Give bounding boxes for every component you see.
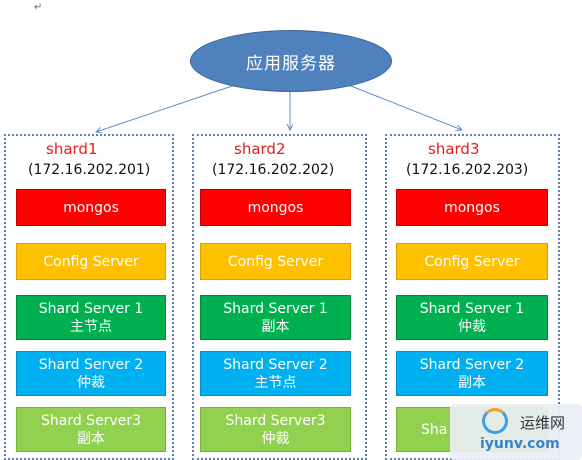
arrow-to-shard3 [345, 83, 462, 130]
shard2-name: shard2 [234, 140, 286, 158]
watermark-url: iyunv.com [480, 436, 560, 452]
arrow-to-shard1 [96, 83, 239, 132]
return-mark: ↵ [34, 2, 43, 13]
shard1-mongos: mongos [16, 189, 166, 226]
shard1-name: shard1 [46, 140, 98, 158]
watermark-site-name: 运维网 [520, 414, 566, 432]
shard2-mongos: mongos [200, 189, 351, 226]
shard3-config-server: Config Server [396, 243, 548, 280]
app-server-label: 应用服务器 [246, 53, 336, 74]
shard3-ip: (172.16.202.203) [406, 162, 529, 178]
shard2-config-server: Config Server [200, 243, 351, 280]
shard2-ip: (172.16.202.202) [212, 162, 335, 178]
shard1-ip: (172.16.202.201) [28, 162, 151, 178]
shard3-name: shard3 [428, 140, 480, 158]
app-server-node: 应用服务器 [190, 30, 392, 92]
watermark-logo-icon [482, 408, 508, 434]
shard2-panel [192, 134, 367, 460]
shard3-mongos: mongos [396, 189, 548, 226]
site-watermark: 运维网 iyunv.com [450, 404, 582, 460]
shard1-config-server: Config Server [16, 243, 166, 280]
shard1-panel [4, 134, 174, 460]
